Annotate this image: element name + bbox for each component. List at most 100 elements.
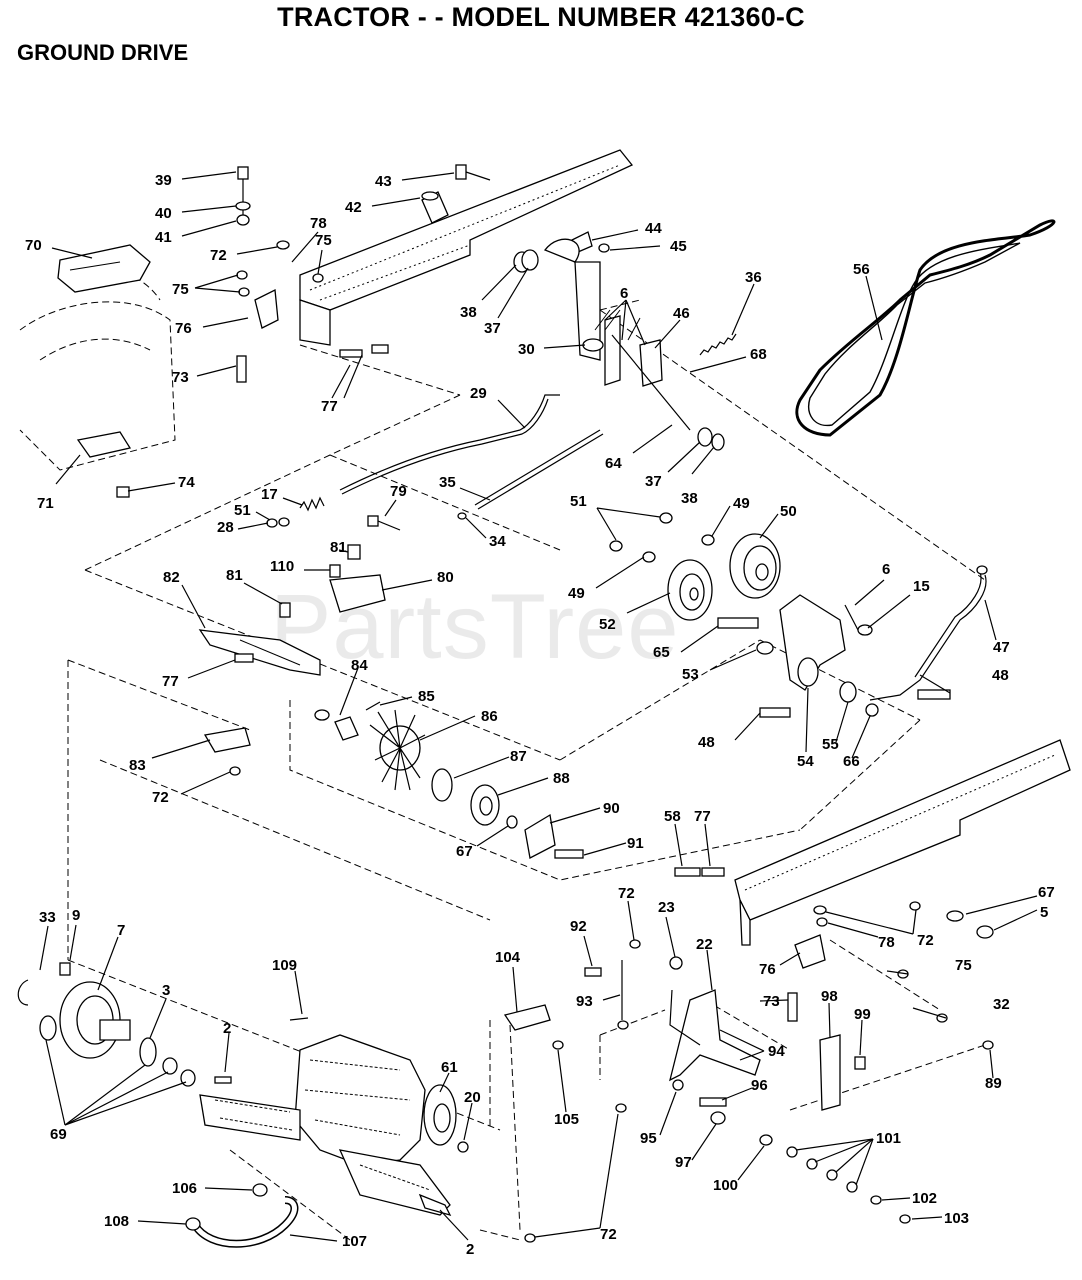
bracket-83 [203,727,251,776]
callout-87: 87 [510,748,527,765]
callout-72: 72 [600,1226,617,1243]
callout-17: 17 [261,486,278,503]
drive-belt-56 [795,219,1056,437]
callout-90: 90 [603,800,620,817]
callout-3: 3 [162,982,170,999]
leader-lines [39,171,1038,1242]
callout-78: 78 [310,215,327,232]
bracket-82 [198,629,321,676]
callout-58: 58 [664,808,681,825]
callout-73: 73 [763,993,780,1010]
callout-91: 91 [627,835,644,852]
callout-43: 43 [375,173,392,190]
callout-103: 103 [944,1210,969,1227]
bracket-90 [524,813,584,859]
callout-39: 39 [155,172,172,189]
callout-72: 72 [618,885,635,902]
callout-104: 104 [495,949,521,966]
transaxle-pulley-61 [423,1084,469,1153]
callout-89: 89 [985,1075,1002,1092]
frame-rail-right [734,739,1071,946]
bolts-58-77 [674,867,725,877]
callout-65: 65 [653,644,670,661]
callout-32: 32 [993,996,1010,1013]
callout-35: 35 [439,474,456,491]
callout-77: 77 [162,673,179,690]
callout-28: 28 [217,519,234,536]
callout-51: 51 [234,502,251,519]
bracket-98 [819,1034,866,1111]
callout-labels: 39 40 41 43 42 70 72 78 75 75 76 73 77 4… [25,172,1055,1258]
callout-50: 50 [780,503,797,520]
pin-109 [289,1017,309,1021]
fan-86 [369,709,426,791]
callout-78: 78 [878,934,895,951]
callout-45: 45 [670,238,687,255]
callout-81: 81 [226,567,243,584]
washers-67-5 [946,910,994,939]
bolt-stack-39 [235,166,251,226]
pin-34 [457,512,467,520]
callout-84: 84 [351,657,368,674]
bracket-76-lower [794,934,826,969]
link-92-93 [584,939,641,1030]
nut-89 [982,1040,994,1050]
small-plate [76,431,132,458]
callout-5: 5 [1040,904,1048,921]
bolt-79 [367,515,401,531]
callout-6: 6 [620,285,628,302]
callout-81: 81 [330,539,347,556]
callout-71: 71 [37,495,54,512]
callout-92: 92 [570,918,587,935]
bolts-78-72 [813,901,921,927]
section-title: GROUND DRIVE [17,40,189,65]
callout-75: 75 [172,281,189,298]
callout-20: 20 [464,1089,481,1106]
callout-100: 100 [713,1177,738,1194]
callout-77: 77 [321,398,338,415]
callout-96: 96 [751,1077,768,1094]
callout-54: 54 [797,753,814,770]
bolts-77 [339,344,389,358]
callout-23: 23 [658,899,675,916]
callout-44: 44 [645,220,662,237]
callout-51: 51 [570,493,587,510]
callout-2: 2 [223,1020,231,1037]
callout-56: 56 [853,261,870,278]
rod-35 [474,429,604,510]
callout-30: 30 [518,341,535,358]
callout-85: 85 [418,688,435,705]
callout-38: 38 [681,490,698,507]
callout-95: 95 [640,1130,657,1147]
bracket-104 [503,1004,564,1050]
callout-83: 83 [129,757,146,774]
callout-107: 107 [342,1233,367,1250]
callout-37: 37 [484,320,501,337]
callout-93: 93 [576,993,593,1010]
transaxle [199,1034,452,1217]
callout-72: 72 [152,789,169,806]
callout-64: 64 [605,455,622,472]
callout-72: 72 [917,932,934,949]
washers-28-51 [266,517,290,528]
rod-47 [869,565,988,701]
bolt-77-near-82 [234,653,254,663]
callout-101: 101 [876,1130,901,1147]
callout-77: 77 [694,808,711,825]
callout-47: 47 [993,639,1010,656]
callout-72: 72 [210,247,227,264]
callout-102: 102 [912,1190,937,1207]
callout-69: 69 [50,1126,67,1143]
callout-74: 74 [178,474,195,491]
idler-pulleys [609,512,781,621]
callout-61: 61 [441,1059,458,1076]
callout-73: 73 [172,369,189,386]
callout-2: 2 [466,1241,474,1258]
callout-105: 105 [554,1111,579,1128]
bracket-80 [279,544,386,618]
callout-108: 108 [104,1213,129,1230]
callout-76: 76 [175,320,192,337]
callout-9: 9 [72,907,80,924]
frame-rail-top [299,149,634,346]
callout-38: 38 [460,304,477,321]
